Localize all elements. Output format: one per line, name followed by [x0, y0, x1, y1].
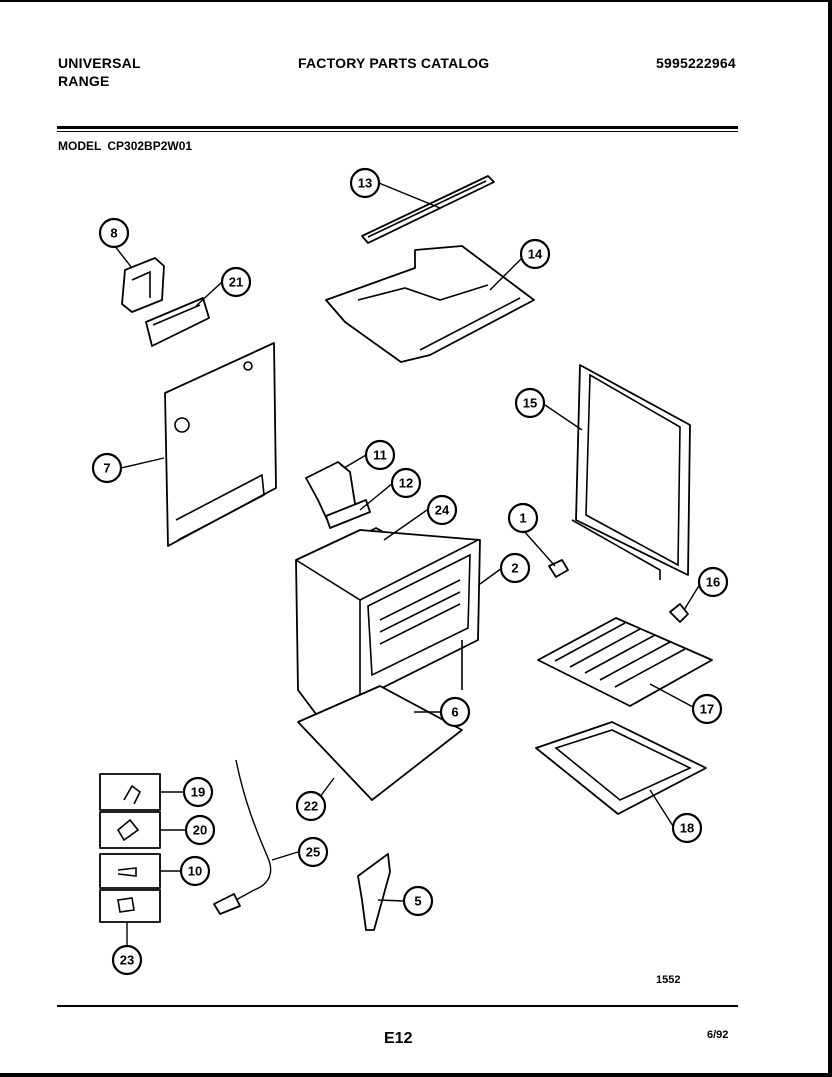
part-25-power-cord — [213, 759, 272, 915]
callout-8-label: 8 — [110, 226, 117, 241]
part-13-rail — [361, 175, 495, 244]
frame-right-border — [828, 0, 832, 1077]
callout-1-label: 1 — [519, 511, 526, 526]
callout-19-label: 19 — [191, 785, 205, 800]
part-22-bottom-panel — [297, 685, 463, 801]
callout-23-label: 23 — [120, 953, 134, 968]
part-16-leveler — [669, 603, 689, 623]
catalog-date: 6/92 — [707, 1029, 729, 1041]
callout-18-label: 18 — [680, 821, 694, 836]
callout-11: 11 — [364, 439, 396, 471]
part-10-box — [99, 853, 161, 889]
part-8-bracket — [121, 257, 165, 313]
brand-line-1: UNIVERSAL — [58, 55, 141, 71]
callout-22: 22 — [295, 790, 327, 822]
callout-21-label: 21 — [229, 275, 243, 290]
callout-24-label: 24 — [435, 503, 450, 518]
frame-bottom-border — [0, 1073, 832, 1077]
callout-5: 5 — [402, 885, 434, 917]
callout-10-label: 10 — [188, 864, 202, 879]
callout-1: 1 — [507, 502, 539, 534]
callout-20-label: 20 — [193, 823, 207, 838]
leader-lines — [113, 182, 701, 946]
part-5-bracket — [357, 853, 391, 931]
callout-8: 8 — [98, 217, 130, 249]
part-15-door-frame — [571, 364, 691, 580]
header-rule-thin — [57, 131, 738, 132]
callout-17: 17 — [691, 693, 723, 725]
part-17-oven-rack — [537, 617, 713, 707]
callout-14: 14 — [519, 238, 551, 270]
callout-7-label: 7 — [103, 461, 110, 476]
callout-13: 13 — [349, 167, 381, 199]
part-18-broiler-pan — [535, 721, 707, 815]
callout-12-label: 12 — [399, 476, 413, 491]
part-14-top-panel — [325, 245, 535, 363]
callout-16-label: 16 — [706, 575, 720, 590]
callout-13-label: 13 — [358, 176, 372, 191]
callout-25-label: 25 — [306, 845, 320, 860]
part-7-back-panel — [164, 342, 277, 547]
callout-10: 10 — [179, 855, 211, 887]
part-19-box — [99, 773, 161, 811]
callout-2: 2 — [499, 552, 531, 584]
drawing-number: 1552 — [656, 974, 681, 986]
callout-22-label: 22 — [304, 799, 318, 814]
callout-5-label: 5 — [414, 894, 421, 909]
frame-top-border — [0, 0, 832, 2]
callout-2-label: 2 — [511, 561, 518, 576]
callout-12: 12 — [390, 467, 422, 499]
part-20-box — [99, 811, 161, 849]
catalog-title: FACTORY PARTS CATALOG — [298, 55, 490, 71]
callout-20: 20 — [184, 814, 216, 846]
part-12-duct — [325, 499, 371, 529]
callout-23: 23 — [111, 944, 143, 976]
callout-19: 19 — [182, 776, 214, 808]
callout-6: 6 — [439, 696, 471, 728]
callout-25: 25 — [297, 836, 329, 868]
callout-18: 18 — [671, 812, 703, 844]
brand-line-2: RANGE — [58, 73, 110, 89]
page-code: E12 — [384, 1030, 413, 1047]
callout-6-label: 6 — [451, 705, 458, 720]
catalog-part-number: 5995222964 — [656, 55, 736, 71]
model-number: CP302BP2W01 — [107, 139, 193, 153]
header-rule-thick — [57, 126, 738, 129]
model-label: MODEL — [58, 139, 102, 153]
callout-16: 16 — [697, 566, 729, 598]
callout-24: 24 — [426, 494, 458, 526]
callout-15: 15 — [514, 387, 546, 419]
footer-rule — [57, 1005, 738, 1007]
callout-15-label: 15 — [523, 396, 537, 411]
callout-17-label: 17 — [700, 702, 714, 717]
model-line: MODEL CP302BP2W01 — [58, 139, 198, 153]
part-23-box — [99, 889, 161, 923]
callout-11-label: 11 — [373, 448, 387, 463]
callout-21: 21 — [220, 266, 252, 298]
part-21-plate — [145, 297, 210, 347]
callout-14-label: 14 — [528, 247, 543, 262]
callout-7: 7 — [91, 452, 123, 484]
